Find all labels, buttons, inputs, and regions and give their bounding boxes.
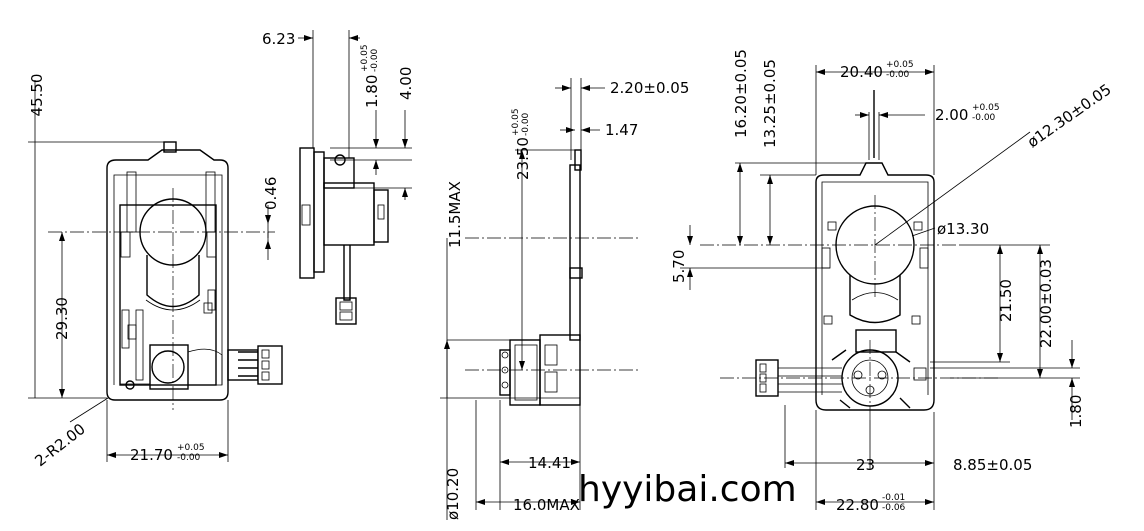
dim-22-80-main: 22.80: [836, 496, 879, 514]
dim-23-50-tol: 23.50 +0.05 -0.00: [511, 108, 532, 180]
dim-2-00-tol: 2.00 +0.05 -0.00: [935, 103, 1000, 124]
dim-29-30: 29.30: [53, 297, 71, 340]
dim-20-40-tol: 20.40 +0.05 -0.00: [840, 60, 914, 81]
dim-21-70-sup: +0.05: [177, 443, 205, 453]
dim-2-00-sub: -0.00: [972, 113, 996, 123]
dim-2-00-sup: +0.05: [972, 103, 1000, 113]
dim-1-80-main: 1.80: [363, 75, 381, 108]
dim-20-40-sub: -0.00: [886, 70, 910, 80]
dim-16-0-max: 16.0MAX: [513, 496, 580, 514]
dim-20-40-main: 20.40: [840, 63, 883, 81]
dim-overall-height: 45.50: [28, 74, 46, 117]
dim-23-50-main: 23.50: [514, 137, 532, 180]
dim-22-80-sub: -0.06: [882, 503, 906, 513]
profile-view: [440, 78, 640, 520]
dim-21-70-sub: -0.00: [177, 453, 201, 463]
dim-1-80-right: 1.80: [1067, 395, 1085, 428]
dim-1-80-tol: 1.80 +0.05 -0.00: [360, 44, 381, 108]
dim-11-5-max: 11.5MAX: [446, 181, 464, 248]
dim-2-20: 2.20±0.05: [610, 79, 689, 97]
dim-22-80-tol: 22.80 -0.01 -0.06: [836, 493, 906, 514]
dim-21-70-tol: 21.70 +0.05 -0.00: [130, 443, 205, 464]
dim-23-50-sup: +0.05: [511, 108, 521, 136]
dim-22-80-sup: -0.01: [882, 493, 905, 503]
dim-21-50: 21.50: [997, 279, 1015, 322]
dim-4-00: 4.00: [397, 67, 415, 100]
dim-6-23: 6.23: [262, 30, 295, 48]
watermark-text: hyyibai.com: [578, 469, 797, 510]
top-view: [680, 65, 1080, 510]
dim-5-70: 5.70: [670, 250, 688, 283]
dim-8-85: 8.85±0.05: [953, 456, 1032, 474]
dim-dia-12-30: ø12.30±0.05: [1024, 80, 1115, 151]
dim-14-41: 14.41: [528, 454, 571, 472]
dim-1-47: 1.47: [605, 121, 638, 139]
dim-23-50-sub: -0.00: [521, 112, 531, 136]
dim-21-70-main: 21.70: [130, 446, 173, 464]
dim-1-80-sup: +0.05: [360, 44, 370, 72]
dim-22-00: 22.00±0.03: [1037, 259, 1055, 348]
dim-16-20: 16.20±0.05: [732, 49, 750, 138]
dim-20-40-sup: +0.05: [886, 60, 914, 70]
side-view: [298, 30, 412, 325]
front-view: [28, 80, 283, 462]
dim-13-25: 13.25±0.05: [761, 59, 779, 148]
dim-1-80-sub: -0.00: [370, 48, 380, 72]
dim-23: 23: [856, 456, 875, 474]
dim-dia-10-20: ø10.20: [444, 468, 462, 520]
dim-radius: 2-R2.00: [31, 420, 88, 470]
dim-0-46: 0.46: [262, 177, 280, 210]
dim-dia-13-30: ø13.30: [937, 220, 989, 238]
dim-2-00-main: 2.00: [935, 106, 968, 124]
